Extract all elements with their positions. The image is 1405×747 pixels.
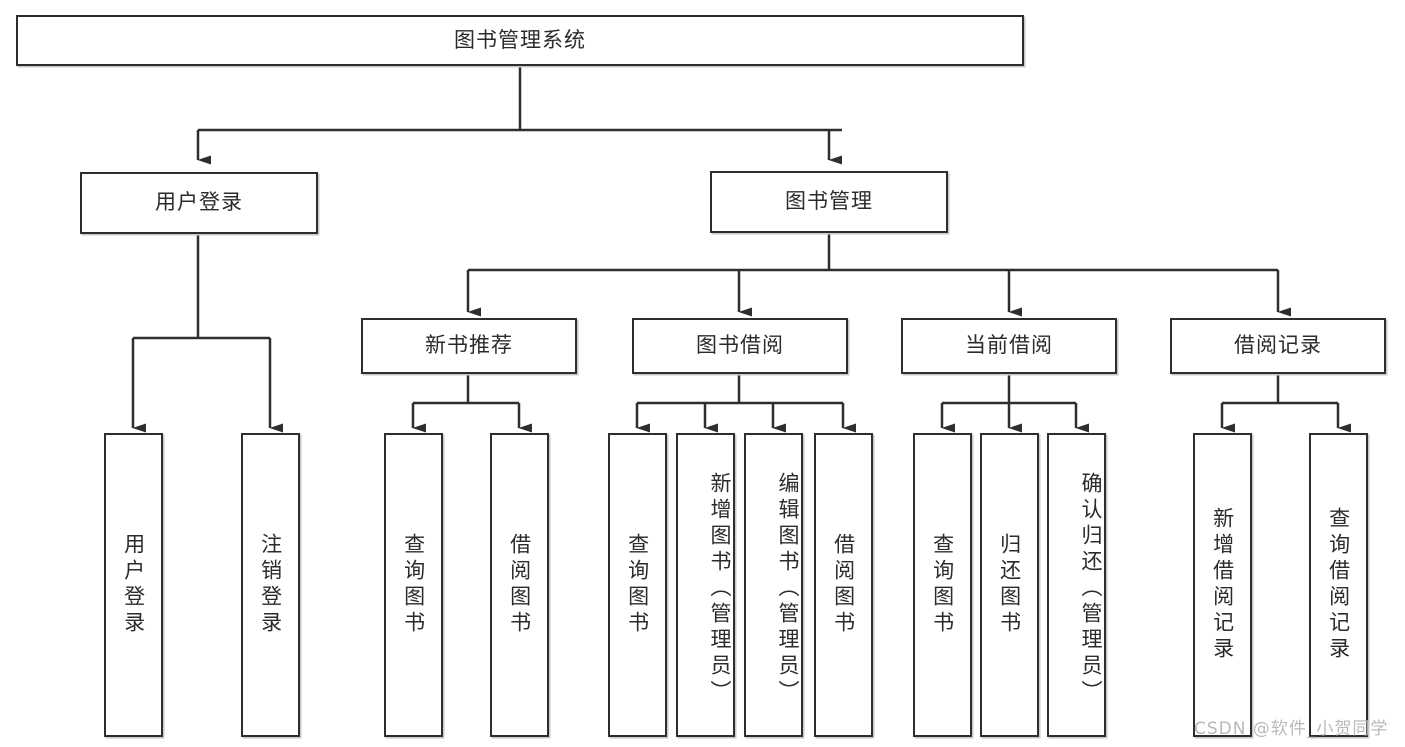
node-user-login[interactable]: 用户登录 bbox=[80, 172, 318, 234]
node-leaf-borrow-book-2-label: 借阅图书 bbox=[831, 533, 856, 637]
node-current-borrow-label: 当前借阅 bbox=[965, 333, 1053, 358]
node-leaf-logout-login[interactable]: 注销登录 bbox=[241, 433, 300, 737]
node-user-login-label: 用户登录 bbox=[155, 190, 243, 215]
node-borrow-record-label: 借阅记录 bbox=[1234, 333, 1322, 358]
node-leaf-query-book-1-label: 查询图书 bbox=[401, 533, 426, 637]
node-leaf-add-record-label: 新增借阅记录 bbox=[1210, 507, 1235, 663]
node-borrow-record[interactable]: 借阅记录 bbox=[1170, 318, 1386, 374]
node-leaf-query-record[interactable]: 查询借阅记录 bbox=[1309, 433, 1368, 737]
node-book-borrow-label: 图书借阅 bbox=[696, 333, 784, 358]
node-leaf-borrow-book-2[interactable]: 借阅图书 bbox=[814, 433, 873, 737]
node-leaf-user-login-label: 用户登录 bbox=[121, 533, 146, 637]
node-new-book-recommend-label: 新书推荐 bbox=[425, 333, 513, 358]
node-leaf-return-book-label: 归还图书 bbox=[997, 533, 1022, 637]
node-leaf-query-book-2[interactable]: 查询图书 bbox=[608, 433, 667, 737]
node-leaf-query-book-1[interactable]: 查询图书 bbox=[384, 433, 443, 737]
node-leaf-add-book[interactable]: 新增图书（管理员） bbox=[676, 433, 735, 737]
node-leaf-query-book-2-label: 查询图书 bbox=[625, 533, 650, 637]
node-leaf-user-login[interactable]: 用户登录 bbox=[104, 433, 163, 737]
node-leaf-add-record[interactable]: 新增借阅记录 bbox=[1193, 433, 1252, 737]
node-leaf-logout-login-label: 注销登录 bbox=[258, 533, 283, 637]
node-leaf-borrow-book-1[interactable]: 借阅图书 bbox=[490, 433, 549, 737]
node-book-manage[interactable]: 图书管理 bbox=[710, 171, 948, 233]
node-leaf-borrow-book-1-label: 借阅图书 bbox=[507, 533, 532, 637]
node-leaf-confirm-return-label: 确认归还（管理员） bbox=[1079, 472, 1103, 706]
node-leaf-return-book[interactable]: 归还图书 bbox=[980, 433, 1039, 737]
node-root-label: 图书管理系统 bbox=[454, 27, 586, 52]
node-leaf-confirm-return[interactable]: 确认归还（管理员） bbox=[1047, 433, 1106, 737]
node-book-borrow[interactable]: 图书借阅 bbox=[632, 318, 848, 374]
node-leaf-query-book-3[interactable]: 查询图书 bbox=[913, 433, 972, 737]
node-current-borrow[interactable]: 当前借阅 bbox=[901, 318, 1117, 374]
node-leaf-query-book-3-label: 查询图书 bbox=[930, 533, 955, 637]
node-leaf-edit-book-label: 编辑图书（管理员） bbox=[776, 472, 800, 706]
node-new-book-recommend[interactable]: 新书推荐 bbox=[361, 318, 577, 374]
node-leaf-query-record-label: 查询借阅记录 bbox=[1326, 507, 1351, 663]
node-book-manage-label: 图书管理 bbox=[785, 189, 873, 214]
node-leaf-edit-book[interactable]: 编辑图书（管理员） bbox=[744, 433, 803, 737]
node-leaf-add-book-label: 新增图书（管理员） bbox=[708, 472, 732, 706]
watermark: CSDN @软件_小贺同学 bbox=[1194, 719, 1389, 739]
node-root[interactable]: 图书管理系统 bbox=[16, 15, 1024, 66]
